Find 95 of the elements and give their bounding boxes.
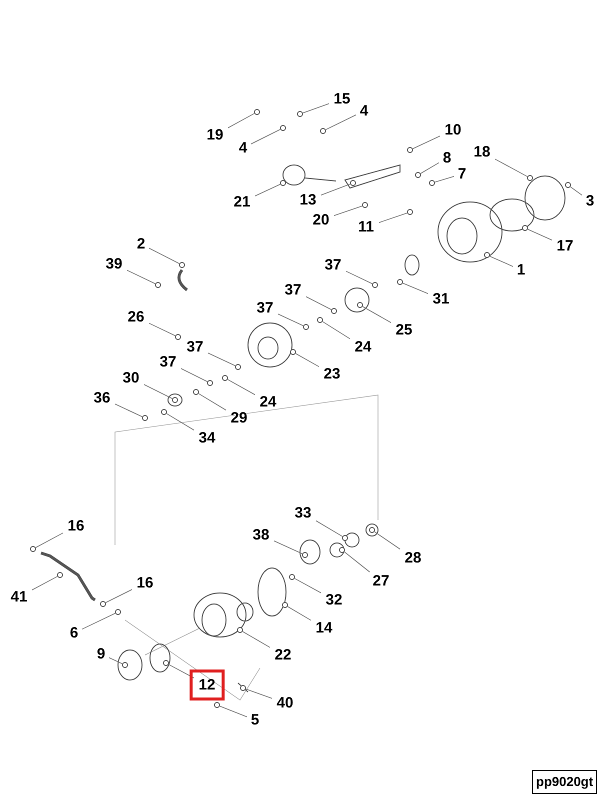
leader-line [378,212,408,223]
callout-number: 3 [586,194,594,208]
leader-line [306,296,332,310]
callout-number: 32 [326,592,342,608]
leader-line [148,322,176,336]
callout-number: 16 [68,518,84,534]
callout-number: 7 [458,166,466,182]
callout-number: 37 [324,258,342,272]
leader-line [245,688,272,699]
callout-number: 34 [198,430,216,446]
leader-line [254,184,281,196]
callout-number: 37 [186,340,204,354]
leader-line [494,158,528,177]
leader-line [144,384,173,400]
leader-line [374,531,400,550]
leader-line [294,578,322,594]
callout-number: 37 [256,300,274,316]
callout-number: 28 [404,550,422,566]
callout-number: 24 [260,394,276,410]
leader-line [320,184,351,196]
leader-line [295,353,320,368]
callout-number: 19 [206,128,224,142]
leader-line [325,114,356,130]
callout-number: 30 [122,370,140,386]
callout-number: 33 [294,506,312,520]
leader-line [228,113,255,128]
leader-line [166,413,194,431]
leader-line [168,664,194,678]
callout-number: 40 [276,696,294,710]
leader-line [208,352,236,366]
leader-line [250,128,281,144]
callout-number: 39 [106,256,122,272]
callout-number: 2 [136,236,146,252]
leader-line [362,306,392,324]
callout-number: 24 [354,340,372,354]
figure-code: pp9020gt [532,770,598,794]
callout-number: 25 [396,322,412,338]
callout-number: 4 [238,140,248,156]
leader-line [227,379,256,396]
callout-number: 37 [284,282,302,298]
callout-number: 29 [230,410,248,426]
leader-line [180,368,208,382]
leader-line [219,706,248,718]
callout-number: 21 [234,194,250,210]
callout-number: 23 [324,366,340,382]
callout-number: 31 [432,292,450,306]
leader-line [148,248,180,264]
leader-line [242,631,270,648]
leader-line [570,186,582,196]
leader-line [198,393,226,411]
callout-number: 16 [136,576,154,590]
callout-number: 13 [300,192,316,208]
leader-line [278,314,304,326]
leader-line [82,612,116,630]
leader-line [322,321,350,340]
callout-number: 6 [70,626,78,640]
leader-line [346,270,373,284]
callout-number: 9 [96,646,106,662]
callout-number: 26 [128,310,144,324]
leader-line [420,162,440,174]
callout-number: 17 [556,238,574,254]
leader-line [287,606,312,621]
leader-line [274,540,303,554]
leader-line [402,282,428,294]
callout-number: 37 [160,354,176,370]
leader-line [105,589,132,604]
leader-line [334,206,363,216]
leader-line [412,136,440,150]
leader-line [316,520,343,537]
callout-number: 12 [190,670,224,700]
callout-number: 5 [250,712,260,728]
leader-line [108,657,123,664]
callout-number: 11 [358,220,374,234]
leader-line [302,103,330,114]
callout-number: 4 [360,104,368,118]
callout-number: 20 [312,212,330,228]
callout-number: 36 [94,390,110,406]
callout-number: 41 [10,590,28,604]
leader-line [489,256,514,267]
leader-line [344,551,370,572]
leader-line [126,270,156,284]
callout-number: 18 [474,144,490,160]
callout-number: 1 [516,262,526,278]
callout-number: 10 [444,122,462,138]
callout-number: 38 [252,528,270,542]
callout-number: 8 [442,150,452,166]
callout-number: 27 [372,574,390,588]
leader-line [114,404,143,418]
leader-line [434,176,454,183]
callout-number: 22 [274,648,292,662]
callout-number: 15 [334,92,350,106]
leader-line [32,576,58,590]
leader-line [35,532,64,548]
leader-line [527,228,552,241]
callout-number: 14 [316,620,332,636]
